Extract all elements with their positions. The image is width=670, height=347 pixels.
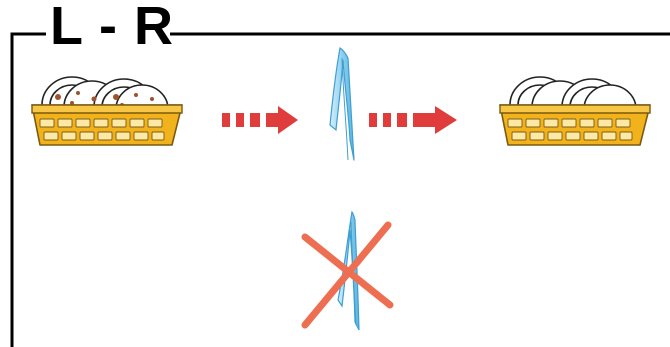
frame-border <box>10 32 670 347</box>
diagram-title: L - R <box>50 0 174 56</box>
clean-dish-rack-icon <box>499 76 651 146</box>
cross-icon <box>301 221 394 329</box>
dashed-arrow-icon <box>369 106 457 134</box>
dashed-arrow-icon <box>222 106 298 134</box>
curtain-icon <box>329 46 355 161</box>
dirty-dish-rack-icon <box>31 76 183 146</box>
